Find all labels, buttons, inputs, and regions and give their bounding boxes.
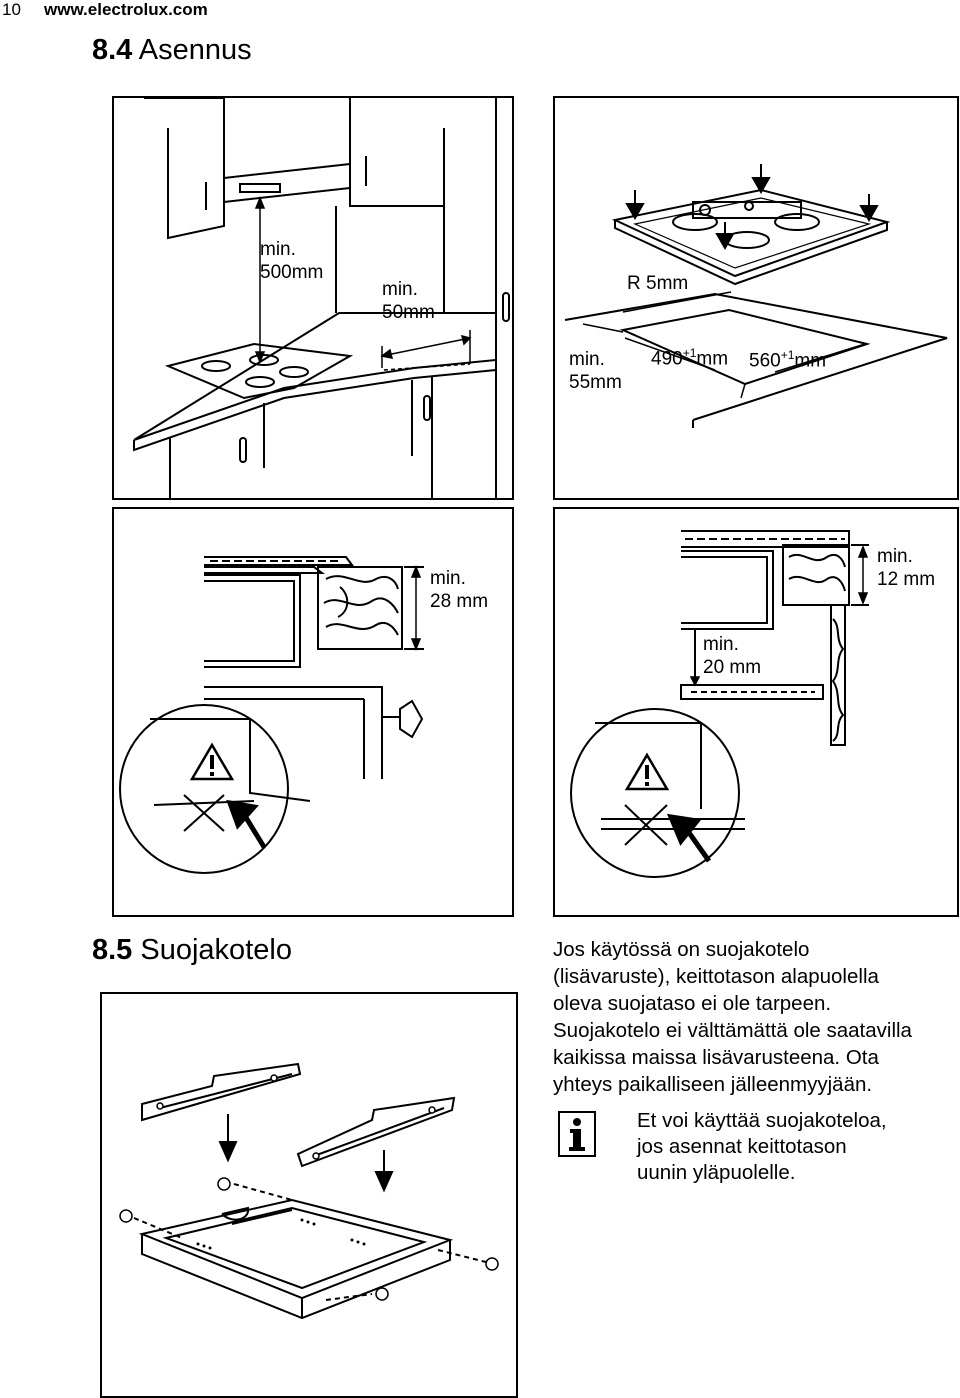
label-min-28mm: min. 28 mm — [430, 567, 488, 613]
paragraph-line: Jos käytössä on suojakotelo — [553, 938, 810, 961]
paragraph-line: (lisävaruste), keittotason alapuolella — [553, 965, 879, 988]
label-line: min. — [569, 349, 605, 370]
label-line: 12 mm — [877, 569, 936, 590]
section-heading-8-4: 8.4 Asennus — [92, 34, 252, 67]
figure-protection-box — [100, 992, 518, 1398]
label-560mm: 560+1mm — [749, 344, 826, 372]
label-line: min. — [382, 279, 418, 300]
warning-triangle-icon — [624, 752, 670, 791]
label-min-12mm: min. 12 mm — [877, 545, 935, 591]
note-line: jos asennat keittotason — [637, 1135, 847, 1158]
label-line: 50mm — [382, 302, 435, 323]
section-title: Suojakotelo — [140, 934, 292, 966]
label-line: 500mm — [260, 262, 324, 283]
paragraph-line: Suojakotelo ei välttämättä ole saatavill… — [553, 1019, 912, 1042]
section-number: 8.4 — [92, 34, 133, 66]
label-line: min. — [260, 239, 296, 260]
min-12-20mm-drawing — [570, 530, 869, 878]
label-min-55mm: min. 55mm — [569, 348, 622, 394]
label-line: 20 mm — [703, 657, 762, 678]
figure-min-28mm: min. 28 mm — [112, 507, 514, 917]
section-number: 8.5 — [92, 934, 133, 966]
paragraph-line: oleva suojataso ei ole tarpeen. — [553, 992, 832, 1015]
page-number: 10 — [2, 0, 21, 19]
figure-kitchen-clearance: min. 500mm min. 50mm — [112, 96, 514, 500]
label-r5mm: R 5mm — [627, 273, 689, 294]
info-icon — [558, 1111, 596, 1157]
min-28mm-drawing — [119, 556, 424, 874]
protection-box-drawing — [119, 1062, 499, 1320]
info-note: Et voi käyttää suojakoteloa, jos asennat… — [637, 1108, 887, 1186]
dim-unit: mm — [794, 350, 827, 372]
section-title: Asennus — [138, 34, 252, 66]
label-min-500mm: min. 500mm — [260, 238, 323, 284]
label-line: 55mm — [569, 372, 622, 393]
cutout-dimensions-drawing — [564, 164, 948, 428]
label-490mm: 490+1mm — [651, 342, 728, 370]
note-line: uunin yläpuolelle. — [637, 1161, 796, 1184]
paragraph-line: kaikissa maissa lisävarusteena. Ota — [553, 1046, 879, 1069]
label-line: min. — [877, 546, 913, 567]
dim-unit: mm — [696, 348, 729, 370]
header-url[interactable]: www.electrolux.com — [44, 0, 208, 19]
dim-sup: +1 — [780, 348, 795, 362]
figure-min-12-20mm: min. 12 mm min. 20 mm — [553, 507, 959, 917]
figure-cutout-dimensions: R 5mm min. 55mm 490+1mm 560+1mm — [553, 96, 959, 500]
label-min-20mm: min. 20 mm — [703, 633, 761, 679]
label-line: min. — [430, 568, 466, 589]
section-heading-8-5: 8.5 Suojakotelo — [92, 934, 292, 967]
dim-base: 490 — [651, 348, 683, 370]
label-min-50mm: min. 50mm — [382, 278, 435, 324]
warning-triangle-icon — [189, 742, 235, 781]
label-line: 28 mm — [430, 591, 489, 612]
paragraph-line: yhteys paikalliseen jälleenmyyjään. — [553, 1073, 873, 1096]
dim-sup: +1 — [682, 346, 697, 360]
kitchen-clearance-drawing — [133, 98, 510, 498]
note-line: Et voi käyttää suojakoteloa, — [637, 1109, 887, 1132]
dim-base: 560 — [749, 350, 781, 372]
body-paragraph: Jos käytössä on suojakotelo (lisävaruste… — [553, 936, 958, 1098]
label-line: min. — [703, 634, 739, 655]
